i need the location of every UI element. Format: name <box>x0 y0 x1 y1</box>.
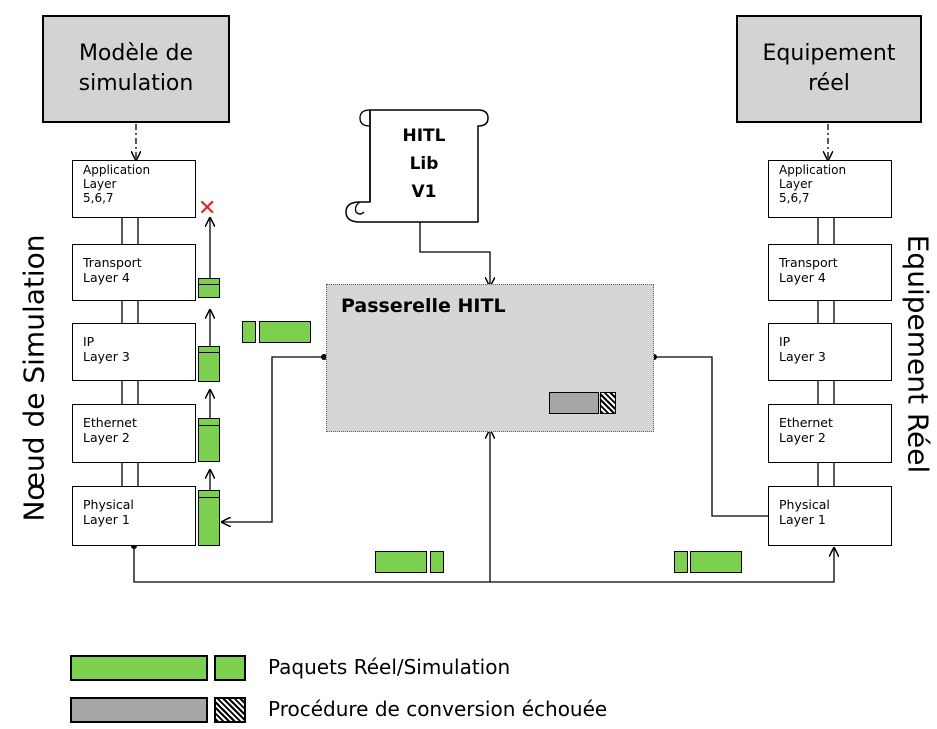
right-physical-layer: Physical Layer 1 <box>768 486 892 546</box>
hitl-gateway: Passerelle HITL <box>326 284 654 432</box>
legend-packets-label: Paquets Réel/Simulation <box>268 655 511 679</box>
legend-failed-header <box>214 697 246 723</box>
left-transport-layer: Transport Layer 4 <box>72 244 196 301</box>
packet-header-bus-left <box>430 551 444 573</box>
legend-packet-header <box>214 655 246 681</box>
packet-body-bus-left <box>375 551 427 573</box>
packet-transport <box>198 278 220 298</box>
legend-failed-label: Procédure de conversion échouée <box>268 697 608 721</box>
real-equipment-box: Equipement réel <box>736 15 922 123</box>
packet-ip <box>198 346 220 382</box>
failed-packet-body <box>549 392 599 414</box>
packet-ethernet <box>198 418 220 462</box>
error-cross-icon: ✕ <box>198 196 217 221</box>
packet-body-bus-right <box>690 551 742 573</box>
left-physical-layer: Physical Layer 1 <box>72 486 196 546</box>
right-transport-layer: Transport Layer 4 <box>768 244 892 301</box>
packet-header-bus-right <box>674 551 688 573</box>
failed-packet-header <box>600 392 616 414</box>
legend-packet-body <box>70 655 208 681</box>
real-equipment-side-label: Equipement Réel <box>901 234 935 474</box>
left-application-layer: Application Layer 5,6,7 <box>72 160 196 218</box>
legend-failed-body <box>70 697 208 723</box>
right-ethernet-layer: Ethernet Layer 2 <box>768 404 892 463</box>
right-ip-layer: IP Layer 3 <box>768 323 892 381</box>
packet-header-left <box>242 321 256 343</box>
left-ip-layer: IP Layer 3 <box>72 323 196 381</box>
left-ethernet-layer: Ethernet Layer 2 <box>72 404 196 463</box>
simulation-model-label: Modèle de simulation <box>78 41 194 96</box>
gateway-title: Passerelle HITL <box>341 295 506 317</box>
simulation-node-label: Nœud de Simulation <box>17 234 51 522</box>
right-application-layer: Application Layer 5,6,7 <box>768 160 892 218</box>
packet-physical <box>198 490 220 546</box>
simulation-model-box: Modèle de simulation <box>42 15 230 123</box>
packet-body-left <box>259 321 311 343</box>
real-equipment-label: Equipement réel <box>762 41 896 96</box>
hitl-lib-label: HITL Lib V1 <box>402 126 446 202</box>
